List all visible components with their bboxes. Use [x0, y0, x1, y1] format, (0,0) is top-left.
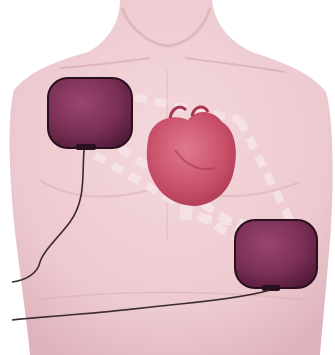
defibrillator-pad-upper — [48, 78, 132, 150]
defibrillator-pad-lower — [235, 220, 317, 291]
